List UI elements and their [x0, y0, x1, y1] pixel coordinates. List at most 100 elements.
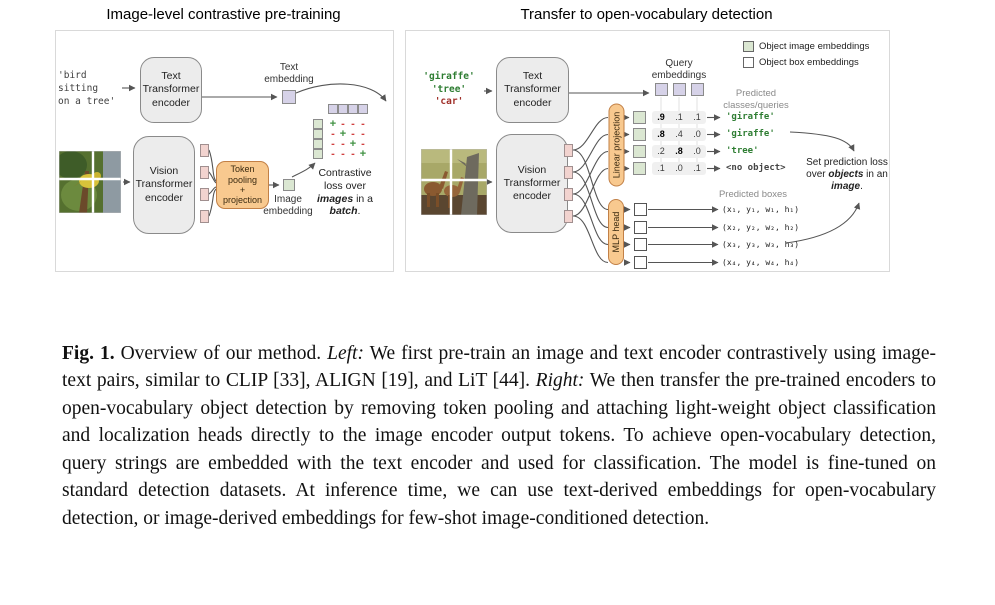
score-value: .4 — [675, 129, 683, 139]
matrix-cell: - — [361, 118, 365, 130]
vision-token — [200, 166, 209, 179]
object-image-embedding-square — [633, 162, 646, 175]
matrix-cell: + — [329, 118, 337, 130]
object-image-embedding-square — [633, 111, 646, 124]
batch-image-embedding-square — [313, 129, 323, 139]
query-embedding-square — [673, 83, 686, 96]
text-segment: objects — [828, 169, 864, 181]
text-segment: Left: — [327, 342, 364, 364]
predicted-box-label: (x₄, y₄, w₄, h₄) — [722, 257, 800, 267]
mlp-head-box: MLP head — [608, 199, 624, 265]
vision-token — [564, 210, 573, 223]
score-strip: .1 .0 .1 — [652, 162, 706, 175]
object-box-embedding-square — [634, 221, 647, 234]
predicted-class-label: 'giraffe' — [726, 112, 775, 122]
legend-item: Object box embeddings — [743, 54, 869, 70]
predicted-classes-label: Predicted classes/queries — [723, 88, 789, 111]
text-segment: batch — [329, 205, 358, 218]
text-segment: We first pre-train an image and text enc… — [62, 342, 936, 392]
score-value: .1 — [693, 163, 701, 173]
score-value: .2 — [657, 146, 665, 156]
batch-image-embedding-square — [313, 119, 323, 129]
matrix-cell: - — [341, 118, 345, 130]
right-panel-title: Transfer to open-vocabulary detection — [520, 6, 773, 23]
vision-token — [200, 144, 209, 157]
object-box-embedding-square — [634, 238, 647, 251]
batch-image-embedding-square — [313, 149, 323, 159]
text-segment: image — [831, 181, 861, 193]
score-value: .1 — [693, 112, 701, 122]
right-panel: 'giraffe''tree''car' Text Transformer en… — [405, 30, 890, 272]
score-value: .9 — [657, 112, 665, 122]
caption-text-input: 'bird sitting on a tree' — [58, 70, 116, 107]
figure-caption: Fig. 1. Overview of our method. Left: We… — [62, 340, 936, 533]
predicted-boxes-label: Predicted boxes — [718, 189, 788, 200]
text-transformer-encoder-box: Text Transformer encoder — [140, 57, 202, 123]
object-box-embedding-square — [634, 256, 647, 269]
giraffe-image — [421, 149, 487, 215]
score-value: .1 — [657, 163, 665, 173]
text-segment: Contrastive loss over — [318, 167, 372, 192]
text-segment: We then transfer the pre-trained encoder… — [62, 370, 936, 530]
text-segment: in an — [863, 169, 888, 181]
score-value: .8 — [675, 146, 683, 156]
bird-image — [59, 151, 121, 213]
legend-label: Object box embeddings — [759, 56, 859, 68]
score-value: .1 — [675, 112, 683, 122]
score-strip: .9 .1 .1 — [652, 111, 706, 124]
vision-token — [200, 188, 209, 201]
set-prediction-loss-text: Set prediction loss over objects in an i… — [805, 157, 889, 194]
predicted-class-label: <no object> — [726, 163, 786, 173]
matrix-cell: - — [351, 118, 355, 130]
predicted-box-label: (x₁, y₁, w₁, h₁) — [722, 205, 800, 214]
batch-text-embedding-square — [358, 104, 368, 114]
text-segment: in a — [353, 192, 374, 205]
query-embedding-square — [655, 83, 668, 96]
batch-image-embedding-square — [313, 139, 323, 149]
matrix-cell: - — [331, 128, 335, 140]
matrix-cell: - — [331, 148, 335, 160]
batch-text-embedding-square — [348, 104, 358, 114]
contrastive-matrix: +----+----+----+ — [328, 118, 368, 160]
text-segment: . — [860, 181, 863, 193]
matrix-cell: - — [351, 148, 355, 160]
token-pooling-projection-box: Token pooling + projection — [216, 161, 269, 209]
predicted-class-label: 'giraffe' — [726, 129, 775, 139]
matrix-cell: + — [339, 128, 347, 140]
vision-token — [564, 166, 573, 179]
vision-transformer-encoder-box: Vision Transformer encoder — [133, 136, 195, 234]
query-string: 'car' — [434, 96, 464, 107]
text-segment: Overview of our method. — [114, 342, 328, 364]
linear-projection-head-box: Linear projection — [608, 103, 624, 186]
green-swatch-icon — [743, 40, 754, 52]
white-swatch-icon — [743, 56, 754, 68]
contrastive-loss-text: Contrastive loss over images in a batch. — [309, 167, 381, 218]
score-value: .0 — [693, 146, 701, 156]
text-segment: Fig. 1. — [62, 342, 115, 364]
image-embedding-label: Image embedding — [263, 194, 313, 217]
query-embedding-square — [691, 83, 704, 96]
text-segment: Right: — [535, 370, 585, 392]
score-value: .0 — [693, 129, 701, 139]
text-embedding-square — [282, 90, 296, 104]
predicted-class-row: .8 .4 .0 'giraffe' — [652, 128, 822, 141]
score-value: .8 — [657, 129, 665, 139]
predicted-box-label: (x₂, y₂, w₂, h₂) — [722, 222, 800, 232]
score-value: .0 — [675, 163, 683, 173]
predicted-box-label: (x₃, y₃, w₃, h₃) — [722, 240, 800, 250]
predicted-class-row: .2 .8 .0 'tree' — [652, 145, 822, 158]
predicted-class-label: 'tree' — [726, 146, 759, 156]
matrix-cell: - — [331, 138, 335, 150]
text-segment: . — [357, 205, 361, 218]
matrix-cell: - — [361, 138, 365, 150]
text-segment: Set prediction loss over — [806, 157, 888, 181]
matrix-cell: + — [349, 138, 357, 150]
matrix-cell: - — [361, 128, 365, 140]
left-panel-title: Image-level contrastive pre-training — [106, 6, 341, 23]
predicted-class-row: .1 .0 .1 <no object> — [652, 162, 822, 175]
legend-label: Object image embeddings — [759, 40, 870, 52]
query-string: 'giraffe' — [423, 71, 475, 82]
batch-text-embedding-square — [338, 104, 348, 114]
